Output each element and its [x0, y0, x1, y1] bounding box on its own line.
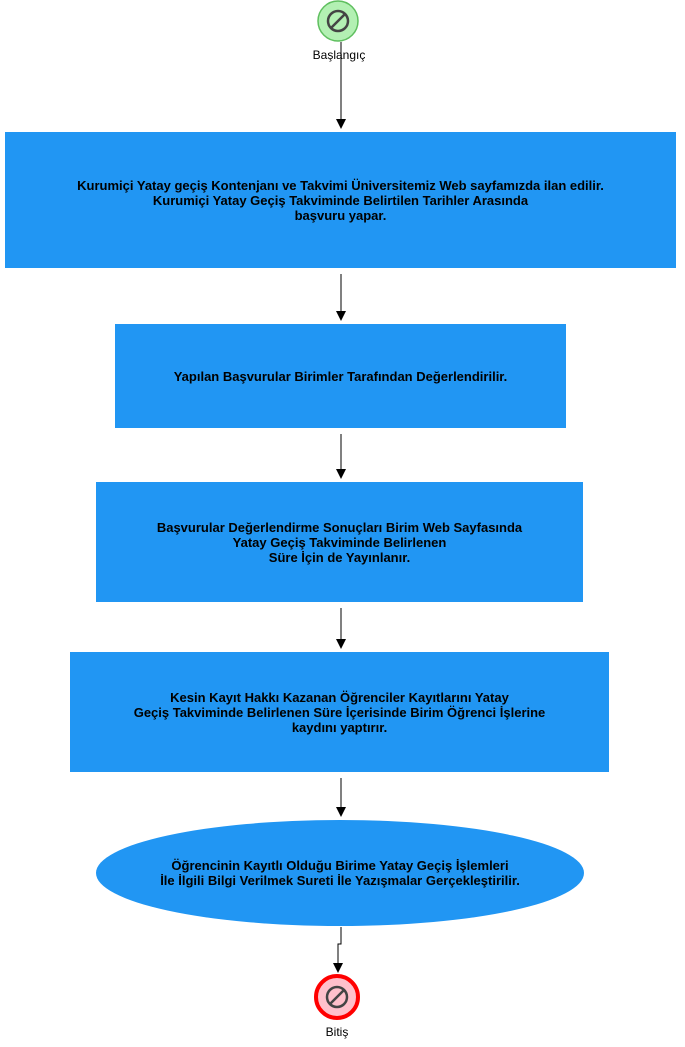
step-4-box[interactable]: Kesin Kayıt Hakkı Kazanan Öğrenciler Kay… [70, 652, 609, 772]
step-2-box[interactable]: Yapılan Başvurular Birimler Tarafından D… [115, 324, 566, 428]
no-entry-icon [326, 9, 350, 33]
step-5-ellipse[interactable]: Öğrencinin Kayıtlı Olduğu Birime Yatay G… [96, 820, 584, 926]
step-1-box[interactable]: Kurumiçi Yatay geçiş Kontenjanı ve Takvi… [5, 132, 676, 268]
end-event [314, 974, 360, 1020]
end-label: Bitiş [325, 1025, 349, 1039]
arrow-step5-to-end [333, 927, 343, 973]
start-event [317, 0, 359, 42]
no-entry-icon [325, 985, 349, 1009]
step-3-box[interactable]: Başvurular Değerlendirme Sonuçları Birim… [96, 482, 583, 602]
start-label: Başlangıç [312, 48, 366, 62]
